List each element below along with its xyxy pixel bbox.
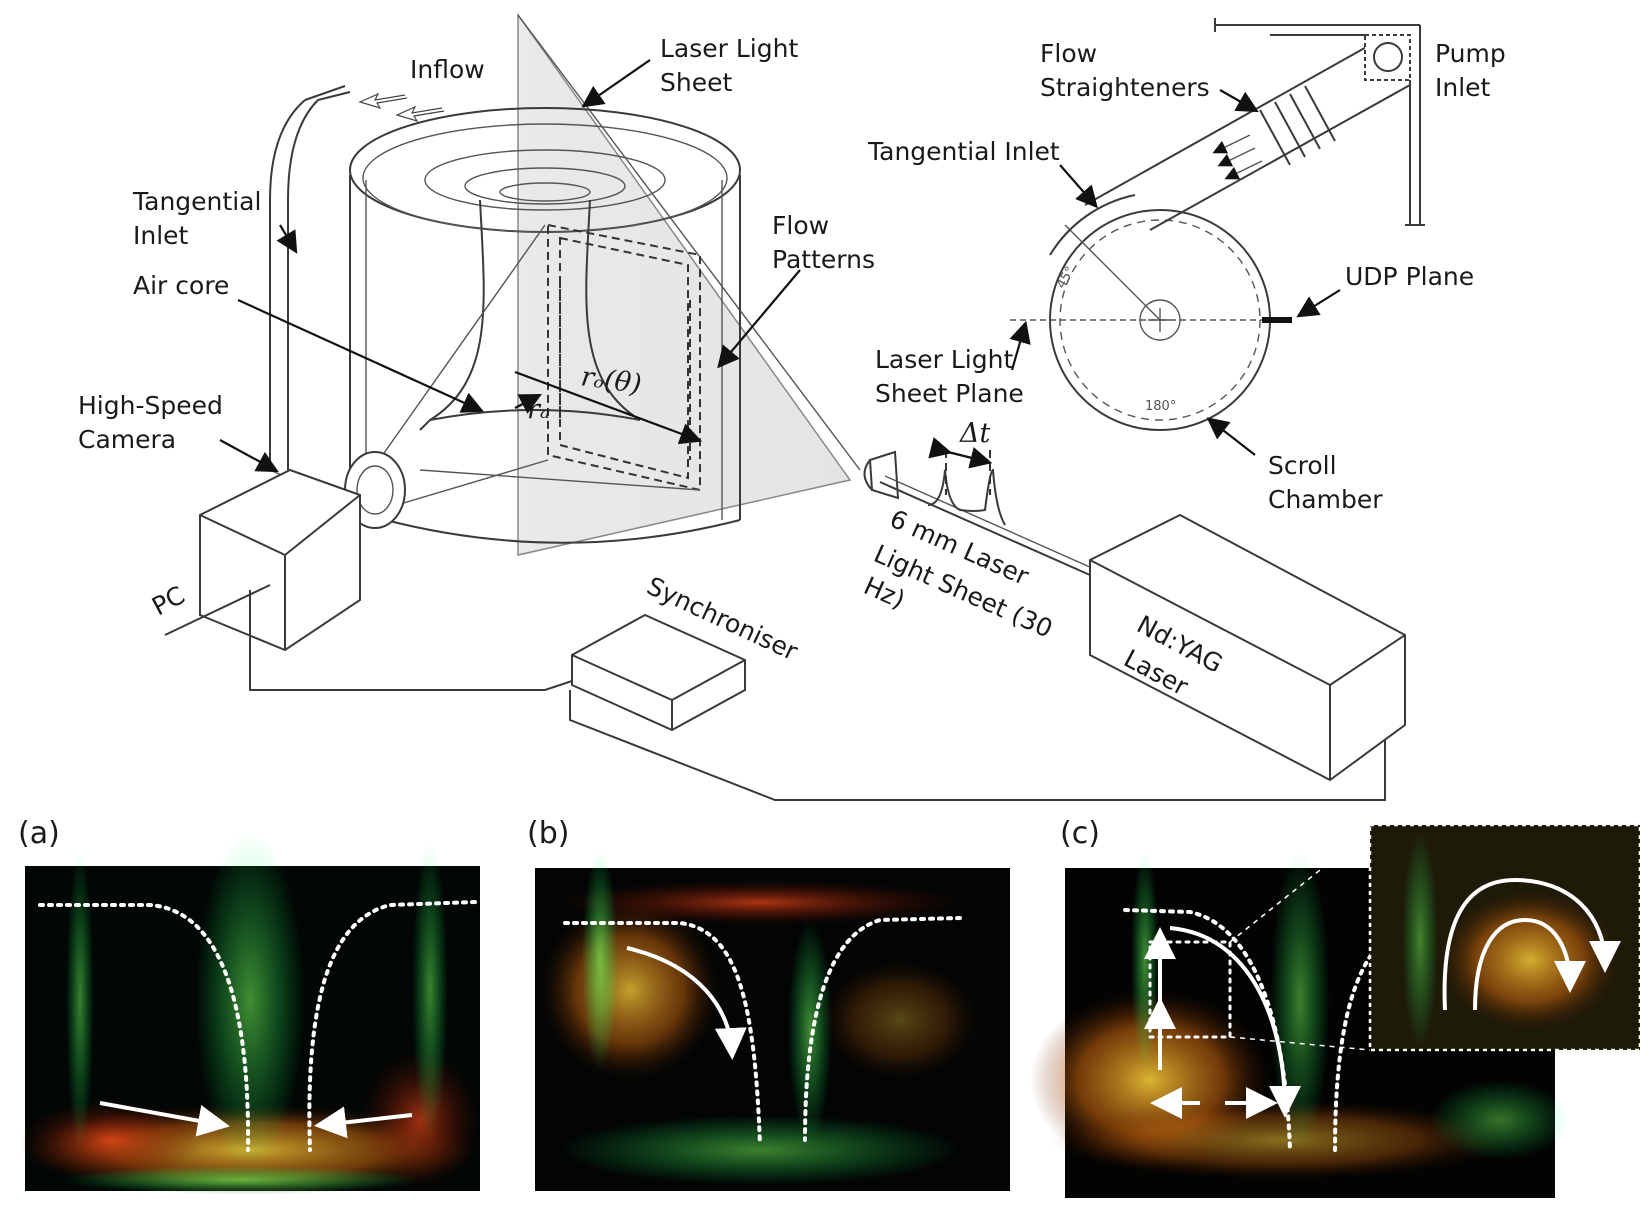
laser-sheet-plane-label-line2: Sheet Plane [875,379,1024,408]
pump-inlet-label-line2: Inlet [1435,73,1491,102]
high-speed-camera [199,451,406,652]
scroll-chamber-label-line1: Scroll [1268,451,1337,480]
udp-plane-label: UDP Plane [1345,262,1474,291]
photo-panel-a [20,830,480,1195]
pointer-arrows [219,59,1341,473]
tangential-inlet-right-label: Tangential Inlet [867,137,1060,166]
pc-label: PC [147,580,189,621]
inflow-label: Inflow [410,55,485,84]
laser-optics [863,437,1093,576]
air-core-label: Air core [133,271,229,300]
photo-panel-c [1030,823,1642,1198]
signal-cables [164,584,1386,801]
panel-b-label: (b) [527,816,569,851]
flow-straighteners-label-line2: Straighteners [1040,73,1210,102]
high-speed-camera-label-line2: Camera [78,425,176,454]
tangential-inlet-left-label-line1: Tangential [132,187,261,216]
laser-light-sheet-label-line2: Sheet [660,68,732,97]
angle-180-label: 180° [1145,399,1176,414]
flow-straighteners-label-line1: Flow [1040,39,1097,68]
pump-inlet-label-line1: Pump [1435,39,1506,68]
flow-straightener-arrows [1212,134,1263,180]
laser-sheet-plane-label-line1: Laser Light [875,345,1013,374]
experimental-setup-schematic: 45° 180° Inflow Laser Light Sheet Flow S… [78,12,1506,801]
flow-patterns-label-line1: Flow [772,211,829,240]
synchroniser-box [571,613,746,732]
laser-light-sheet-label-line1: Laser Light [660,34,798,63]
photo-panel-b [535,850,1010,1191]
panel-c-label: (c) [1060,816,1100,851]
flow-straightener-vanes [1259,85,1336,166]
laser-light-sheet [517,12,861,556]
tangential-inlet-left-label-line2: Inlet [133,221,189,250]
high-speed-camera-label-line1: High-Speed [78,391,223,420]
flow-patterns-label-line2: Patterns [772,245,875,274]
photo-panels: (a) (b) (c) [18,816,1642,1198]
delta-t-label: Δt [959,418,990,449]
inflow-arrows [358,92,445,123]
scroll-chamber-label-line2: Chamber [1268,485,1383,514]
panel-c-zoom-inset [1368,823,1642,1052]
ra-label: rₐ [527,394,550,425]
panel-a-label: (a) [18,816,60,851]
ndyag-laser-box [1089,513,1406,782]
